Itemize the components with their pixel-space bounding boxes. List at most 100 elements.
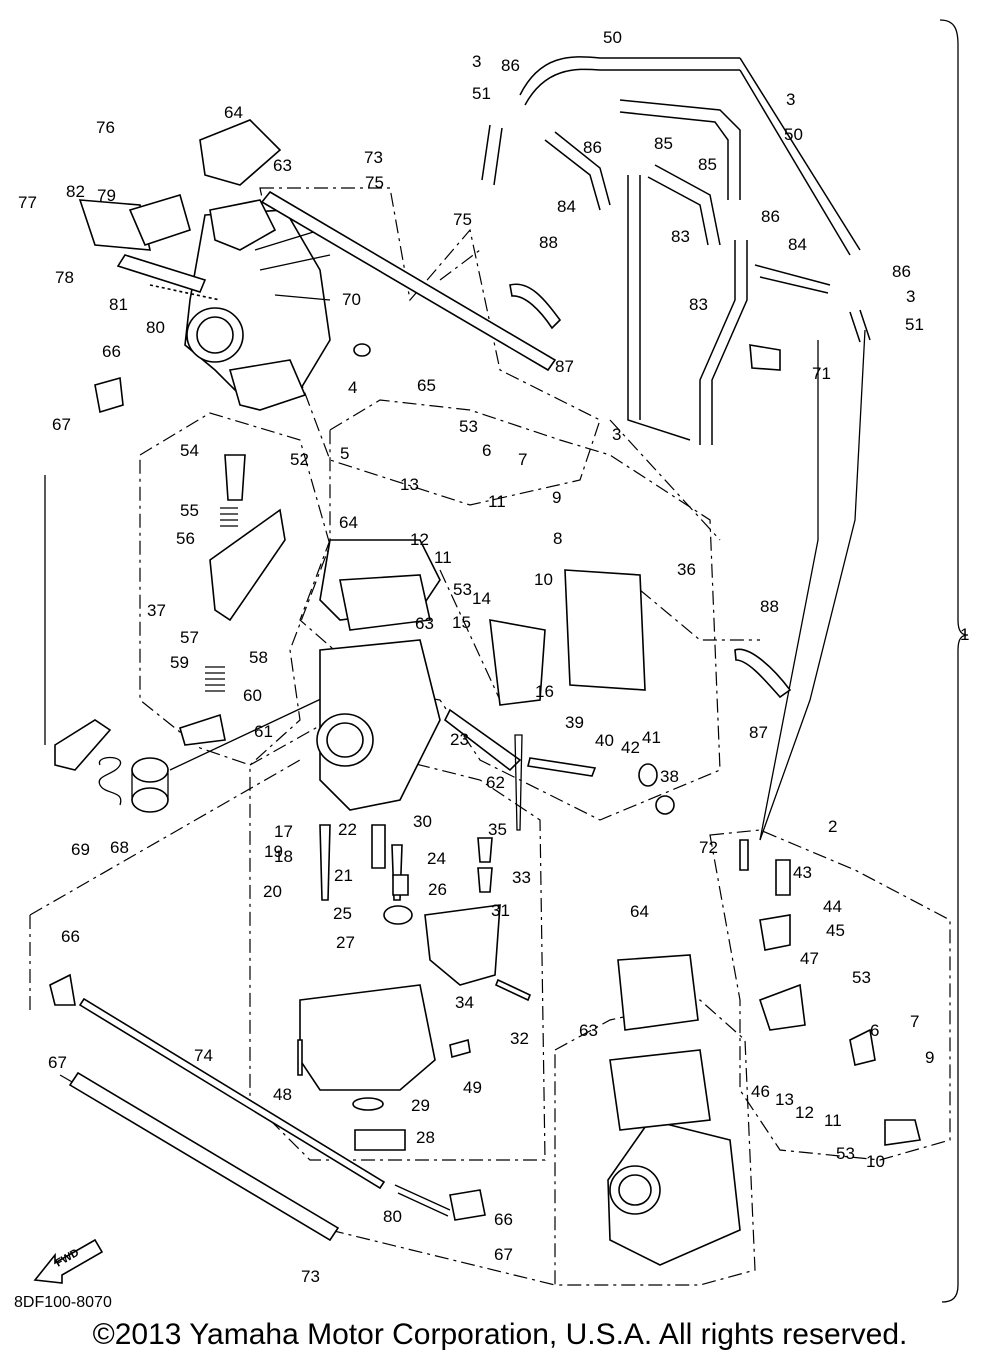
callout-label: 73 (364, 148, 383, 167)
callout-label: 26 (428, 880, 447, 899)
callout-label: 39 (565, 713, 584, 732)
callout-label: 11 (824, 1111, 842, 1130)
copyright-notice: ©2013 Yamaha Motor Corporation, U.S.A. A… (92, 1318, 908, 1351)
callout-label: 55 (180, 501, 199, 520)
callout-label: 47 (800, 949, 819, 968)
callout-label: 63 (579, 1021, 598, 1040)
carburetor-body-top (78, 119, 331, 411)
callout-label: 80 (383, 1207, 402, 1226)
callout-label: 88 (760, 597, 779, 616)
callout-label: 11 (488, 492, 506, 511)
callout-label: 22 (338, 820, 357, 839)
leader-lines (44, 329, 866, 841)
callout-label: 10 (866, 1152, 885, 1171)
callout-label: 68 (110, 838, 129, 857)
callout-label: 50 (784, 125, 803, 144)
callout-label: 38 (660, 767, 679, 786)
callout-label: 75 (453, 210, 472, 229)
callout-label: 80 (146, 318, 165, 337)
callout-label: 12 (795, 1103, 814, 1122)
small-parts (49, 343, 921, 1266)
callout-label: 7 (910, 1012, 919, 1031)
callout-label: 43 (793, 863, 812, 882)
callout-label: 79 (97, 186, 116, 205)
callout-label: 1 (960, 625, 969, 644)
callout-label: 62 (486, 773, 505, 792)
callout-label: 30 (413, 812, 432, 831)
callout-label: 67 (52, 415, 71, 434)
callout-label: 63 (273, 156, 292, 175)
callout-label: 4 (348, 378, 357, 397)
callout-label: 20 (263, 882, 282, 901)
callout-label: 11 (434, 548, 452, 567)
callout-label: 8 (553, 529, 562, 548)
callout-label: 59 (170, 653, 189, 672)
callout-label: 42 (621, 738, 640, 757)
callout-label: 58 (249, 648, 268, 667)
callout-label: 29 (411, 1096, 430, 1115)
assembly-bracket (939, 19, 969, 1303)
callout-label: 73 (301, 1267, 320, 1286)
callout-label: 41 (642, 728, 661, 747)
callout-label: 69 (71, 840, 90, 859)
callout-label: 21 (334, 866, 353, 885)
callout-label: 52 (290, 450, 309, 469)
callout-label: 28 (416, 1128, 435, 1147)
callout-label: 54 (180, 441, 199, 460)
callout-label: 56 (176, 529, 195, 548)
callout-label: 9 (925, 1048, 934, 1067)
callout-label: 64 (630, 902, 649, 921)
callout-label: 87 (555, 357, 574, 376)
callout-label: 51 (905, 315, 924, 334)
callout-label: 74 (194, 1046, 213, 1065)
callout-label: 71 (812, 364, 831, 383)
callout-label: 3 (786, 90, 795, 109)
fwd-arrow-icon: FWD (33, 1238, 104, 1284)
callout-label: 82 (66, 182, 85, 201)
callout-label: 64 (339, 513, 358, 532)
callout-label: 13 (400, 475, 419, 494)
callout-label: 84 (788, 235, 807, 254)
callout-label: 12 (410, 530, 429, 549)
callout-label: 16 (535, 682, 554, 701)
callout-label: 19 (264, 842, 283, 861)
callout-label: 77 (18, 193, 37, 212)
callout-label: 34 (455, 993, 474, 1012)
callout-label: 3 (612, 425, 621, 444)
callout-label: 67 (494, 1245, 513, 1264)
callout-label: 40 (595, 731, 614, 750)
callout-label: 3 (906, 287, 915, 306)
callout-label: 46 (751, 1082, 770, 1101)
callout-label: 81 (109, 295, 128, 314)
callout-label: 88 (539, 233, 558, 252)
callout-label: 53 (852, 968, 871, 987)
callout-label: 25 (333, 904, 352, 923)
callout-label: 53 (453, 580, 472, 599)
callout-label: 50 (603, 28, 622, 47)
callout-label: 65 (417, 376, 436, 395)
callout-label: 14 (472, 589, 491, 608)
callout-label: 15 (452, 613, 471, 632)
callout-label: 53 (836, 1144, 855, 1163)
callout-label: 18 (274, 847, 293, 866)
callout-label: 66 (61, 927, 80, 946)
callout-label: 2 (828, 817, 837, 836)
callout-label: 83 (689, 295, 708, 314)
callout-label: 10 (534, 570, 553, 589)
callout-label: 13 (775, 1090, 794, 1109)
callout-label: 78 (55, 268, 74, 287)
callout-label: 83 (671, 227, 690, 246)
callout-label: 86 (761, 207, 780, 226)
callout-label: 5 (340, 444, 349, 463)
callout-label: 85 (654, 134, 673, 153)
callout-label: 86 (583, 138, 602, 157)
callout-label: 27 (336, 933, 355, 952)
callout-label: 3 (472, 52, 481, 71)
callout-label: 72 (699, 838, 718, 857)
callout-label: 7 (518, 450, 527, 469)
callout-label: 32 (510, 1029, 529, 1048)
callout-label: 86 (501, 56, 520, 75)
callout-label: 9 (552, 488, 561, 507)
